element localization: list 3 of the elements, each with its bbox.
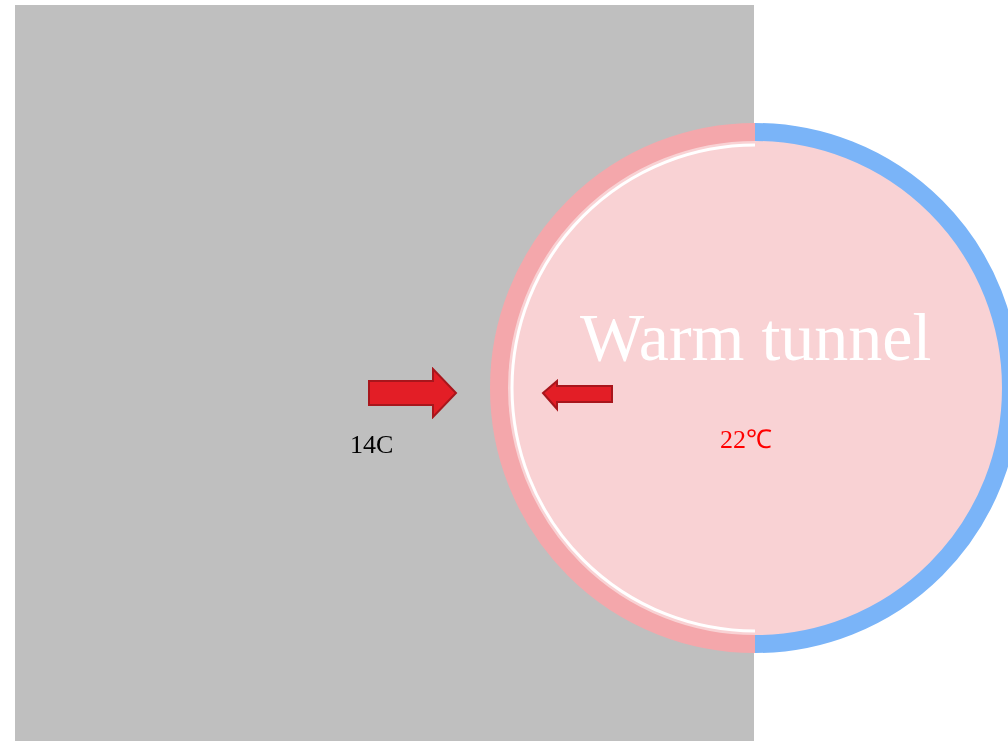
tunnel-circle xyxy=(490,123,1008,653)
temperature-label: 14C xyxy=(350,432,394,458)
temperature-label: 22℃ xyxy=(720,427,772,453)
